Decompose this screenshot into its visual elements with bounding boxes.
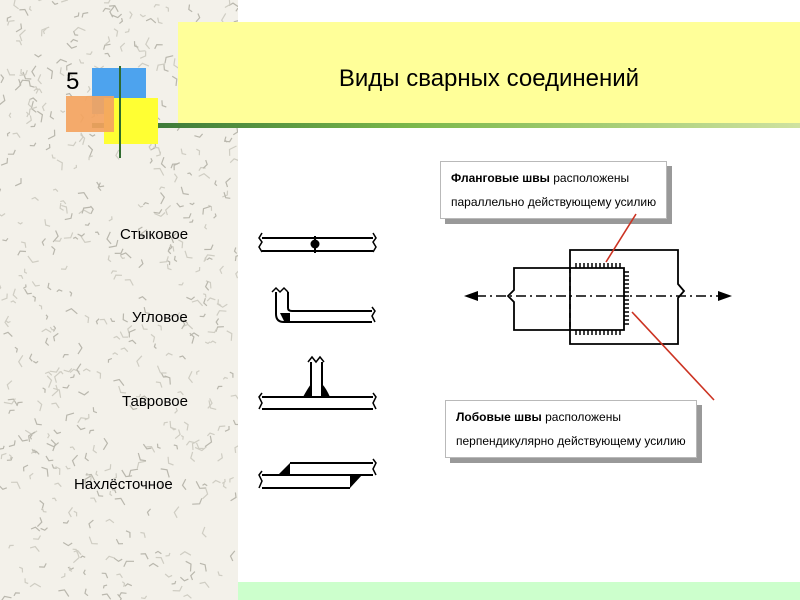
main-lap-weld-drawing [464,249,732,345]
joint-label-butt: Стыковое [120,226,189,243]
callout-frontal-line2: перпендикулярно действующему усилию [456,434,686,448]
callout-flank-line2: параллельно действующему усилию [451,195,657,209]
corner-joint-drawing [271,286,376,323]
butt-joint-drawing [258,232,377,253]
footer-band [238,582,800,600]
slide-number: 5 [66,68,80,95]
leader-line-flank [605,213,637,263]
joint-label-corner: Угловое [132,309,188,326]
title-underline [92,123,800,128]
title-band: Виды сварных соединений [178,22,800,124]
callout-flank-welds: Фланговые швы расположены параллельно де… [440,161,668,219]
page-title: Виды сварных соединений [338,65,640,92]
lap-joint-drawing [258,458,377,489]
logo-vertical-line [119,66,121,158]
joint-label-tee: Тавровое [122,393,188,410]
tee-joint-drawing [258,355,377,410]
callout-frontal-rest: расположены [541,410,621,424]
pattern-graphic [0,0,238,600]
callout-flank-bold: Фланговые швы [451,171,550,185]
joint-label-lap: Нахлёсточное [74,476,173,493]
callout-frontal-welds: Лобовые швы расположены перпендикулярно … [445,400,697,458]
leader-line-frontal [631,311,715,401]
logo-square-orange [66,96,114,132]
callout-flank-rest: расположены [549,171,630,185]
callout-frontal-bold: Лобовые швы [456,410,542,424]
